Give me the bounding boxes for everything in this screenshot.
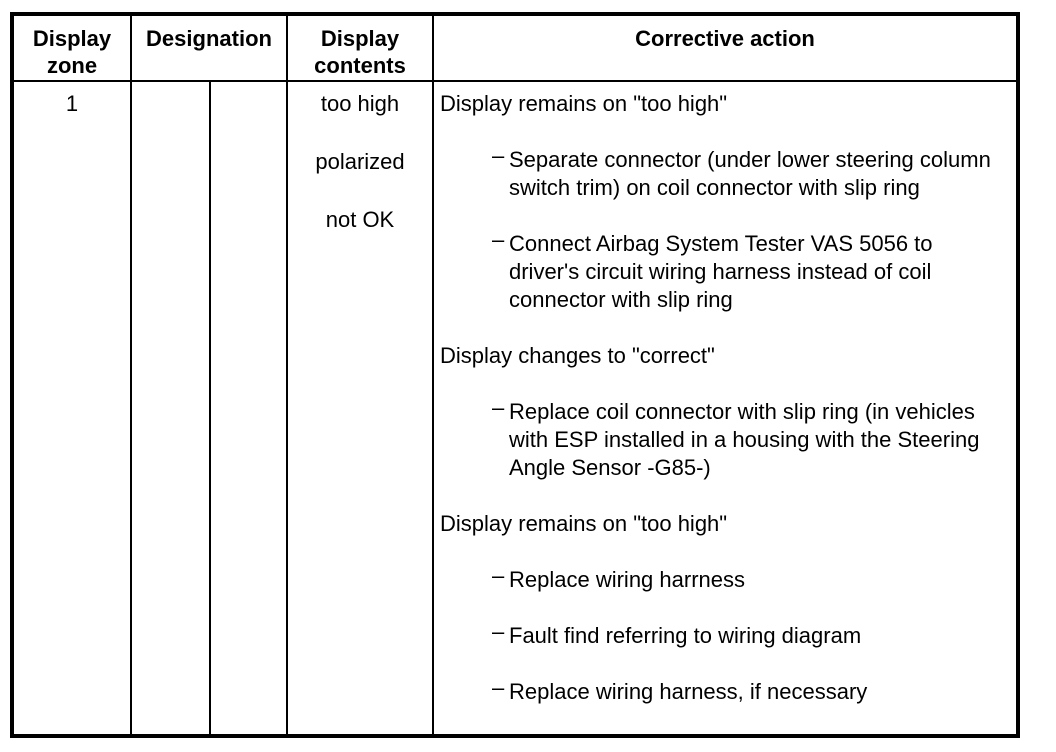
step-text: Fault find referring to wiring diagram <box>509 623 862 648</box>
table-header-row: Display zone Designation Display content… <box>11 13 1019 82</box>
step-item: – Separate connector (under lower steeri… <box>440 143 1002 202</box>
display-contents-value: polarized <box>315 149 405 174</box>
cell-display-zone: 1 <box>11 80 132 737</box>
step-text: Connect Airbag System Tester VAS 5056 to… <box>509 231 933 312</box>
dash-bullet-icon: – <box>492 395 505 420</box>
cell-designation-right <box>209 80 288 737</box>
step-item: – Fault find referring to wiring diagram <box>440 619 1002 650</box>
step-text: Replace wiring harrness <box>509 567 745 592</box>
status-line: Display changes to "correct" <box>440 343 715 368</box>
table-body-row: 1 too high polarized not OK Display rema… <box>11 80 1019 737</box>
header-display-zone: Display zone <box>11 13 132 82</box>
step-item: – Replace wiring harness, if necessary <box>440 675 1002 706</box>
status-line: Display remains on "too high" <box>440 511 728 536</box>
step-item: – Replace wiring harrness <box>440 563 1002 594</box>
step-item: – Connect Airbag System Tester VAS 5056 … <box>440 227 1002 314</box>
display-contents-value: not OK <box>325 207 395 232</box>
cell-designation-left <box>130 80 211 737</box>
fault-diagnosis-table: Display zone Designation Display content… <box>10 12 1020 738</box>
step-text: Separate connector (under lower steering… <box>509 147 991 200</box>
cell-display-contents: too high polarized not OK <box>286 80 434 737</box>
dash-bullet-icon: – <box>492 143 505 168</box>
header-display-contents: Display contents <box>286 13 434 82</box>
display-contents-value: too high <box>320 91 400 116</box>
header-designation: Designation <box>130 13 288 82</box>
step-item: – Replace coil connector with slip ring … <box>440 395 1002 482</box>
header-corrective-action: Corrective action <box>432 13 1019 82</box>
cell-corrective-action: Display remains on "too high" – Separate… <box>432 80 1019 737</box>
dash-bullet-icon: – <box>492 619 505 644</box>
status-line: Display remains on "too high" <box>440 91 728 116</box>
step-text: Replace wiring harness, if necessary <box>509 679 868 704</box>
dash-bullet-icon: – <box>492 227 505 252</box>
dash-bullet-icon: – <box>492 563 505 588</box>
step-text: Replace coil connector with slip ring (i… <box>509 399 980 480</box>
dash-bullet-icon: – <box>492 675 505 700</box>
